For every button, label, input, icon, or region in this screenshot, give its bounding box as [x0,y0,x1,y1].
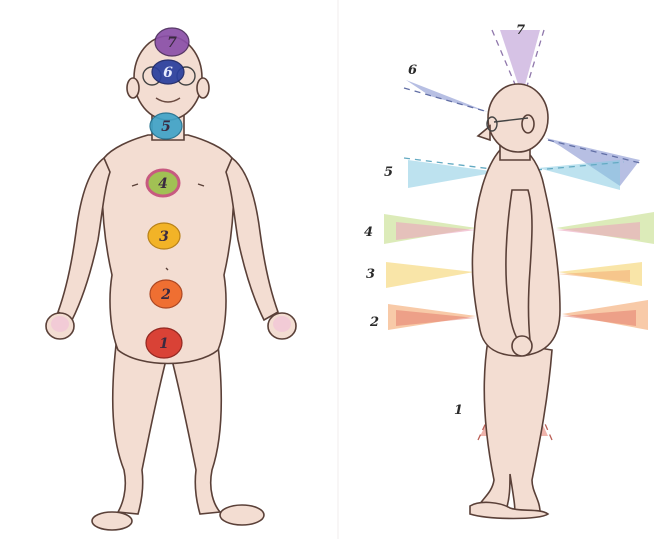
side-hand [512,336,532,356]
side-label-1: 1 [454,403,463,418]
front-right-leg [172,345,221,514]
chakra-1-label: 1 [159,336,169,352]
front-right-foot [220,505,264,525]
chakra-1: 1 [146,328,182,358]
side-label-2: 2 [369,315,379,330]
side-ear [522,115,534,133]
chakra-4: 4 [147,170,179,196]
side-label-3: 3 [366,267,375,282]
side-label-6: 6 [408,63,417,78]
ray-third-eye-front [406,80,488,112]
chakra-3: 3 [148,223,180,249]
chakra-7: 7 [155,28,189,56]
front-right-ear [197,78,209,98]
front-left-ear [127,78,139,98]
chakra-7-label: 7 [167,35,177,51]
chakra-2: 2 [150,280,182,308]
side-arm [506,190,532,340]
side-label-5: 5 [384,165,393,180]
chakra-4-label: 4 [158,176,168,192]
front-left-arm [58,158,110,320]
chakra-5: 5 [150,113,182,139]
front-right-palm-spot [273,316,291,332]
chakra-6-label: 6 [163,65,173,81]
chakra-2-label: 2 [160,287,171,303]
side-head [488,84,548,152]
side-label-4: 4 [364,225,373,240]
front-right-arm [226,158,278,320]
side-legs [478,340,552,514]
chakra-5-label: 5 [161,119,171,135]
front-left-leg [113,345,166,514]
side-figure [470,84,560,519]
chakra-3-label: 3 [159,229,169,245]
front-left-foot [92,512,132,530]
front-left-palm-spot [51,316,69,332]
side-label-7: 7 [516,23,525,38]
ray-solar-front [386,262,474,288]
ray-throat-back [538,160,620,190]
chakra-6: 6 [152,60,184,84]
